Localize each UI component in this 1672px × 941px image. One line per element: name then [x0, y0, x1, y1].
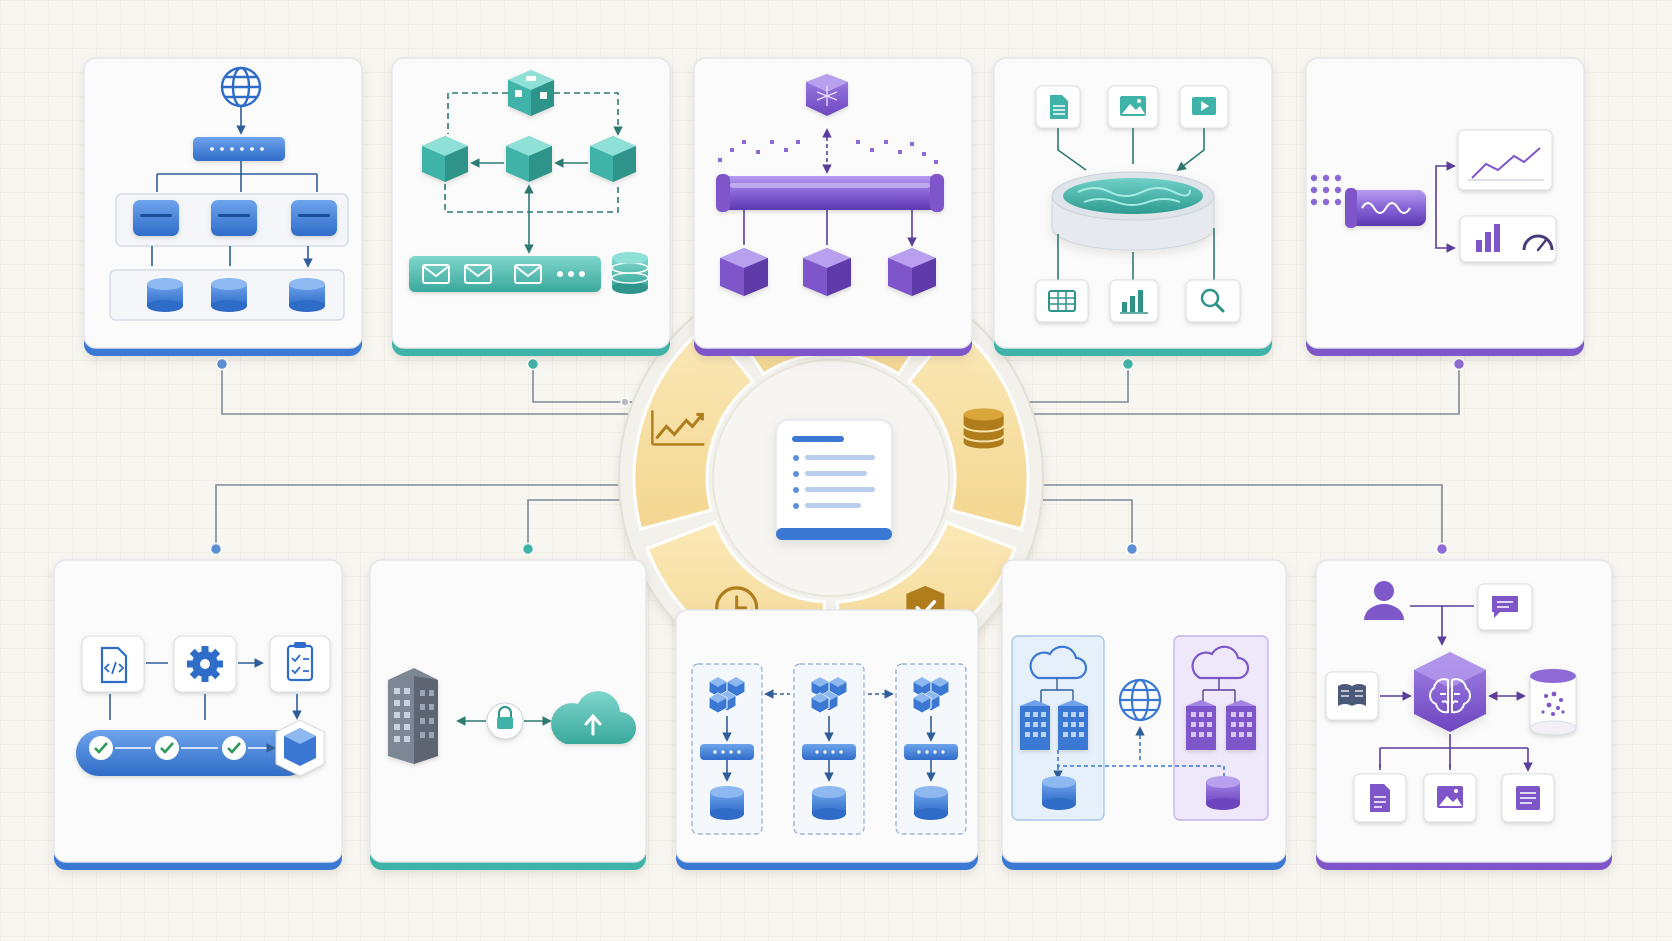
gauge-icon: [1522, 234, 1554, 252]
lock-icon: [486, 702, 524, 740]
panel-web-tier-architecture[interactable]: [109, 66, 349, 321]
building-icon: [388, 668, 438, 764]
server-icon: [133, 200, 337, 236]
connector-hybrid-cloud: [527, 499, 624, 548]
database-icon: [147, 278, 325, 312]
panel-hybrid-cloud-connection[interactable]: [388, 668, 636, 764]
connector-data-lake: [1020, 366, 1129, 403]
connector-lines: [215, 366, 1460, 548]
bar-chart-icon: [1109, 279, 1159, 323]
database-icon: [710, 786, 744, 820]
message-queue: [409, 256, 601, 292]
bar-chart-icon: [1476, 224, 1500, 252]
switch-icon: [802, 744, 856, 760]
load-balancer-icon: [193, 137, 285, 161]
cloud-upload-icon: [551, 691, 636, 744]
cube-icon: [508, 70, 554, 116]
envelope-icon: [422, 264, 542, 284]
panel-data-lake[interactable]: [1035, 85, 1241, 323]
globe-icon: [1118, 678, 1162, 722]
brain-icon: [1414, 652, 1486, 732]
panel-ci-cd-pipeline[interactable]: [76, 635, 331, 777]
lake-icon: [1051, 171, 1215, 251]
document-icon: [1353, 773, 1407, 823]
gear-icon: [173, 635, 237, 693]
database-icon: [611, 252, 649, 294]
building-icon: [1020, 700, 1256, 750]
connector-microservices: [532, 366, 660, 403]
stream-pipe-icon: [1345, 188, 1426, 228]
hexagon-icon: [806, 74, 848, 116]
connector-dot: [526, 357, 540, 371]
chat-icon: [1477, 583, 1533, 631]
cloud-icon: [1191, 645, 1250, 680]
database-icon: [962, 408, 1005, 449]
connector-multi-cloud: [1038, 499, 1133, 548]
table-icon: [1035, 279, 1089, 323]
check-icon: [89, 736, 246, 760]
panel-event-bus[interactable]: [716, 74, 944, 296]
user-icon: [1364, 581, 1404, 620]
panel-card-ci-cd-pipeline: [53, 559, 343, 870]
globe-icon: [220, 66, 262, 108]
panel-ai-knowledge-hub[interactable]: [1325, 581, 1577, 823]
database-icon: [1042, 776, 1240, 810]
text-file-icon: [1501, 773, 1555, 823]
search-icon: [1185, 279, 1241, 323]
event-particles: [718, 140, 938, 164]
image-icon: [1107, 85, 1159, 129]
stream-particles: [1310, 174, 1342, 206]
code-file-icon: [81, 635, 145, 693]
hub-segment[interactable]: [906, 322, 1030, 531]
line-chart-icon: [1457, 129, 1553, 191]
connector-dot: [1435, 542, 1449, 556]
database-icon: [914, 786, 948, 820]
line-chart-icon: [651, 410, 705, 446]
vector-db-icon: [1529, 669, 1577, 736]
document-list-icon[interactable]: [775, 419, 893, 541]
connector-ci-cd: [215, 484, 624, 548]
pipe-icon: [716, 174, 944, 212]
connector-dot: [215, 357, 229, 371]
switch-icon: [700, 744, 754, 760]
image-icon: [1423, 773, 1477, 823]
cluster-icon: [700, 676, 754, 820]
connector-stream-analytics: [1010, 366, 1460, 415]
connector-dot: [1452, 357, 1466, 371]
connector-ai-hub: [1038, 484, 1443, 548]
cube-icon: [275, 719, 325, 777]
cloud-icon: [1029, 645, 1088, 680]
connector-dot: [620, 397, 630, 407]
switch-icon: [904, 744, 958, 760]
panel-sharded-clusters[interactable]: [691, 663, 967, 835]
connector-web-tier: [221, 366, 652, 415]
document-icon: [1035, 85, 1081, 129]
cube-icon: [720, 248, 936, 296]
pipeline-track: [76, 730, 310, 776]
database-icon: [812, 786, 846, 820]
cluster-icon: [904, 676, 958, 820]
book-icon: [1325, 671, 1379, 721]
panel-stream-analytics[interactable]: [1310, 129, 1557, 263]
cube-icon: [422, 136, 636, 182]
clipboard-check-icon: [269, 635, 331, 693]
panel-microservices-messaging[interactable]: [409, 70, 649, 294]
panel-multi-cloud-regions[interactable]: [1011, 635, 1269, 821]
connector-dot: [1125, 542, 1139, 556]
connector-dot: [1121, 357, 1135, 371]
connector-dot: [209, 542, 223, 556]
connector-dot: [521, 542, 535, 556]
video-icon: [1179, 85, 1229, 129]
